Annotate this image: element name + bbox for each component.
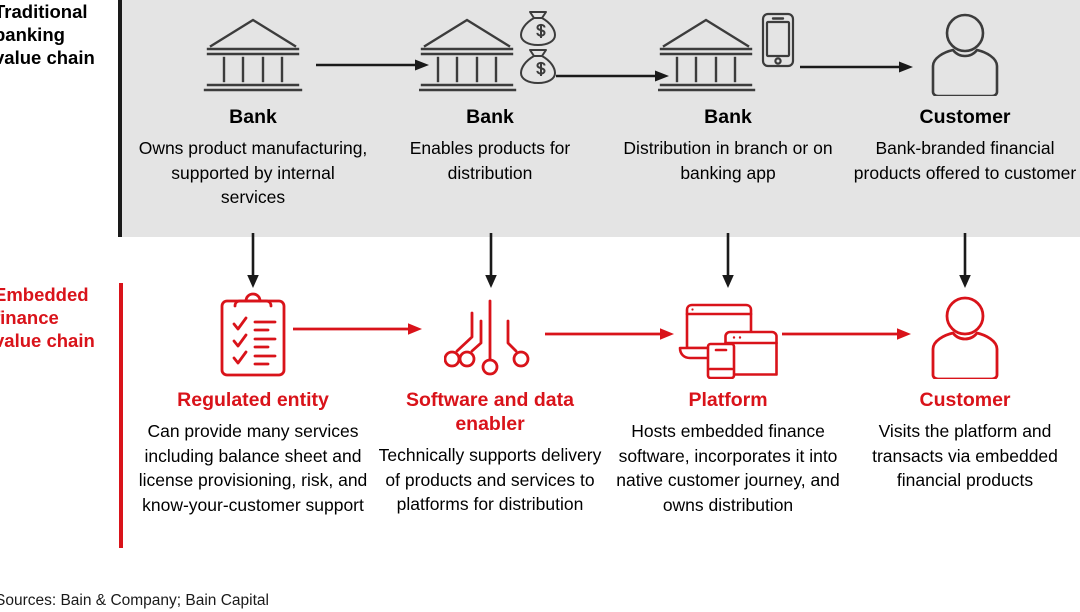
stage-embedded-customer: Customer Visits the platform and transac…	[850, 283, 1080, 493]
traditional-row-label-line2: banking	[0, 24, 65, 45]
arrow-right-icon	[800, 60, 914, 74]
stage-title: Software and data enabler	[406, 389, 574, 435]
stage-description: Technically supports delivery of product…	[378, 445, 602, 514]
stage-traditional-customer: Customer Bank-branded financial products…	[850, 0, 1080, 185]
arrow-right-icon	[293, 322, 423, 336]
customer-person-icon	[850, 283, 1080, 379]
stage-embedded-regulated-entity: Regulated entity Can provide many servic…	[138, 283, 368, 517]
stage-title: Bank	[466, 106, 514, 128]
embedded-row-label: Embedded finance value chain	[0, 283, 114, 352]
stage-description: Distribution in branch or on banking app	[623, 138, 833, 183]
embedded-row-label-line3: value chain	[0, 330, 95, 351]
stage-traditional-bank-1: Bank Owns product manufacturing, support…	[138, 0, 368, 210]
traditional-row-label-line3: value chain	[0, 47, 95, 68]
clipboard-checklist-icon	[138, 283, 368, 379]
arrow-right-icon	[316, 58, 430, 72]
stage-title: Platform	[688, 389, 768, 411]
embedded-row-label-line2: finance	[0, 307, 59, 328]
embedded-row-label-line1: Embedded	[0, 284, 89, 305]
traditional-row-divider-line	[118, 0, 122, 237]
stage-title: Bank	[229, 106, 277, 128]
embedded-row-divider-line	[119, 283, 123, 548]
traditional-row-label-line1: Traditional	[0, 1, 88, 22]
traditional-row-label: Traditional banking value chain	[0, 0, 114, 69]
multi-device-platform-icon	[613, 283, 843, 379]
arrow-down-icon	[957, 233, 973, 289]
stage-embedded-software-enabler: Software and data enabler Technically su…	[375, 283, 605, 517]
arrow-down-icon	[720, 233, 736, 289]
stage-description: Bank-branded financial products offered …	[853, 138, 1077, 183]
arrow-down-icon	[483, 233, 499, 289]
stage-description: Enables products for distribution	[409, 138, 571, 183]
bank-smartphone-icon	[613, 0, 843, 96]
bank-icon	[138, 0, 368, 96]
sources-footnote: Sources: Bain & Company; Bain Capital	[0, 592, 269, 609]
stage-description: Hosts embedded finance software, incorpo…	[616, 421, 840, 515]
stage-description: Owns product manufacturing, supported by…	[138, 138, 368, 207]
bank-money-bags-icon	[375, 0, 605, 96]
traditional-row-band	[118, 0, 1080, 237]
arrow-right-icon	[556, 69, 670, 83]
circuit-nodes-icon	[375, 283, 605, 379]
arrow-down-icon	[245, 233, 261, 289]
stage-title: Customer	[919, 389, 1011, 411]
arrow-right-icon	[545, 327, 675, 341]
stage-title: Regulated entity	[177, 389, 329, 411]
stage-traditional-bank-2: Bank Enables products for distribution	[375, 0, 605, 185]
customer-person-icon	[850, 0, 1080, 96]
arrow-right-icon	[782, 327, 912, 341]
stage-title: Bank	[704, 106, 752, 128]
stage-embedded-platform: Platform Hosts embedded finance software…	[613, 283, 843, 517]
stage-traditional-bank-3: Bank Distribution in branch or on bankin…	[613, 0, 843, 185]
stage-title: Customer	[919, 106, 1011, 128]
stage-description: Visits the platform and transacts via em…	[872, 421, 1058, 490]
stage-description: Can provide many services including bala…	[138, 421, 368, 515]
